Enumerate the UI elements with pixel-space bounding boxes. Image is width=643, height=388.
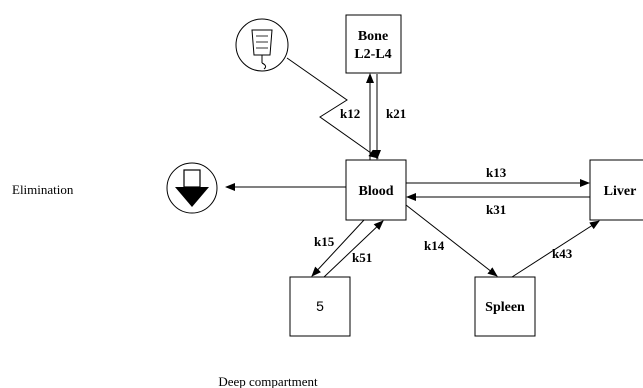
arrow-k14 xyxy=(405,204,498,277)
rate-label-k21: k21 xyxy=(386,106,406,121)
spleen-label: Spleen xyxy=(485,300,525,315)
rate-label-k31: k31 xyxy=(486,202,506,217)
arrow-k51 xyxy=(323,220,384,278)
rate-label-k12: k12 xyxy=(340,106,360,121)
down-arrow-icon xyxy=(166,162,218,214)
elimination-label: Elimination xyxy=(12,182,74,197)
rate-label-k43: k43 xyxy=(552,246,573,261)
bone-compartment: Bone L2-L4 xyxy=(345,14,402,74)
spleen-compartment: Spleen xyxy=(474,276,536,337)
arrow-k43 xyxy=(511,220,600,278)
liver-label: Liver xyxy=(604,184,637,199)
rate-label-k13: k13 xyxy=(486,165,507,180)
rate-label-k14: k14 xyxy=(424,238,445,253)
blood-label: Blood xyxy=(358,184,393,199)
infusion-line xyxy=(286,57,379,159)
deep-compartment-label: Deep compartment xyxy=(218,374,318,388)
rate-label-k15: k15 xyxy=(314,234,335,249)
bone-label-line1: Bone xyxy=(358,29,388,44)
liver-compartment: Liver xyxy=(589,159,643,221)
rate-label-k51: k51 xyxy=(352,250,372,265)
deep-compartment-number: 5 xyxy=(316,298,324,314)
deep-compartment: 5 xyxy=(289,276,351,337)
iv-bag-icon xyxy=(235,18,289,72)
blood-compartment: Blood xyxy=(345,159,407,221)
arrow-k15 xyxy=(311,219,365,277)
bone-label-line2: L2-L4 xyxy=(354,47,391,62)
